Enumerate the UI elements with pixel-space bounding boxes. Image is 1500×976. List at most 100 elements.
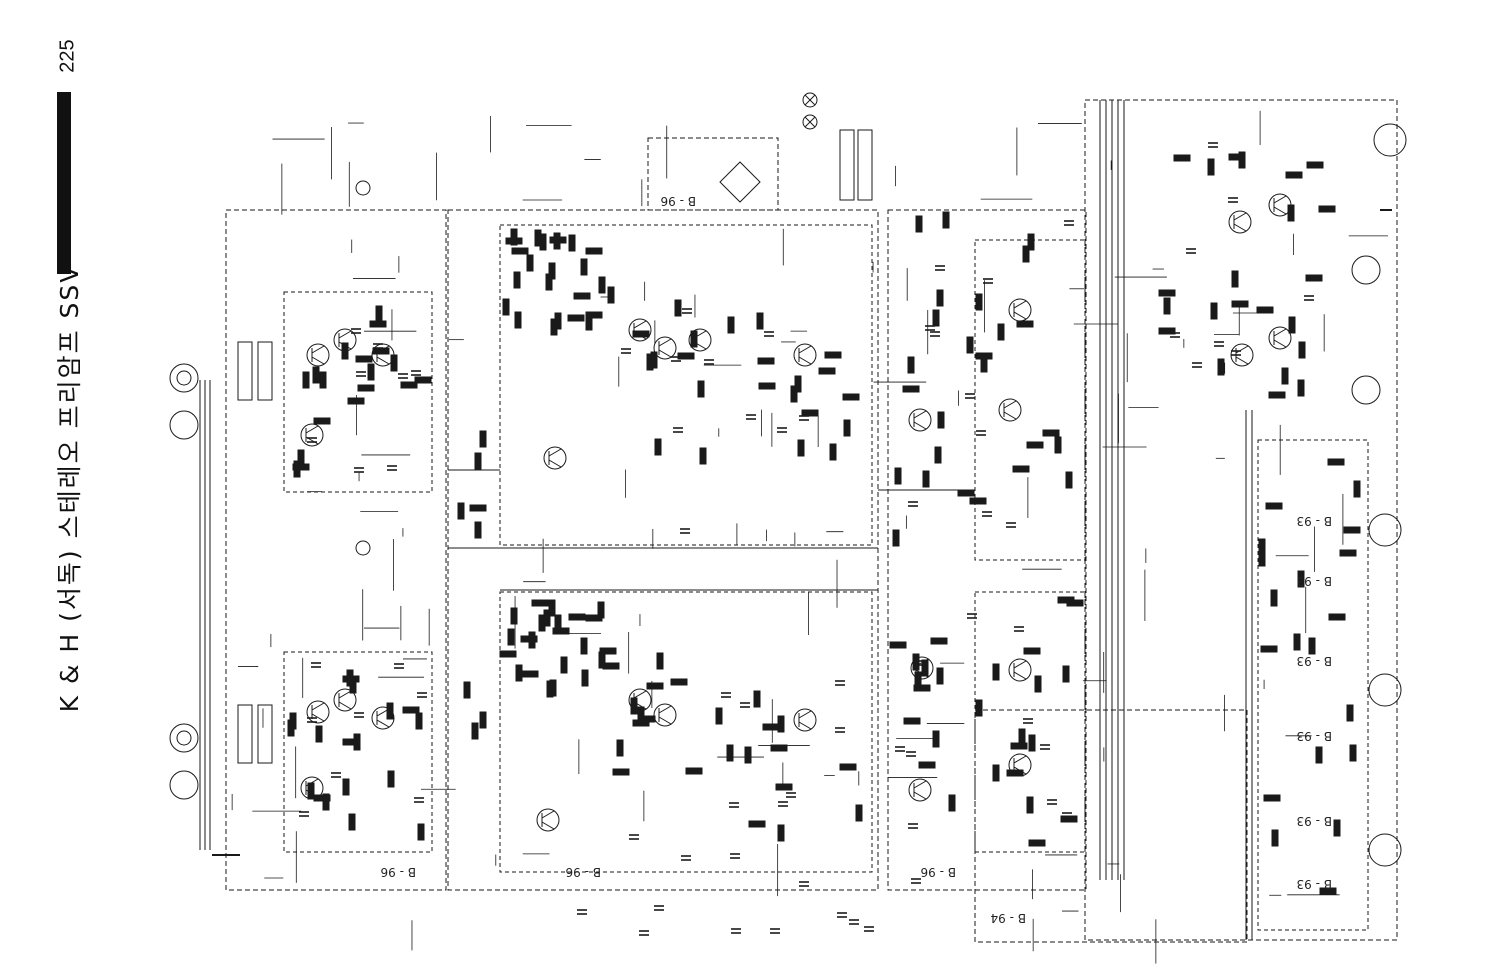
board-outline-left (225, 209, 447, 891)
resistor-70 (521, 670, 539, 678)
resistor-32 (348, 813, 356, 831)
resistor-168 (1057, 596, 1075, 604)
subboard-input-sel (1257, 439, 1369, 931)
resistor-208 (1297, 570, 1305, 588)
resistor-177 (913, 684, 931, 692)
resistor-180 (1207, 158, 1215, 176)
resistor-196 (1287, 204, 1295, 222)
resistor-99 (818, 367, 836, 375)
transistor-6 (371, 706, 395, 730)
transistor-21 (1008, 658, 1032, 682)
resistor-37 (585, 247, 603, 255)
resistor-151 (957, 489, 975, 497)
resistor-71 (598, 651, 606, 669)
resistor-228 (474, 452, 482, 470)
resistor-141 (932, 309, 940, 327)
resistor-211 (1339, 549, 1357, 557)
resistor-105 (690, 330, 698, 348)
resistor-64 (507, 628, 515, 646)
title-bar (57, 92, 71, 274)
resistor-58 (585, 313, 593, 331)
resistor-78 (597, 601, 605, 619)
svg-text:B - 93: B - 93 (1297, 877, 1332, 891)
resistor-12 (355, 355, 373, 363)
resistor-89 (654, 438, 662, 456)
resistor-100 (824, 351, 842, 359)
resistor-178 (930, 637, 948, 645)
resistor-188 (1256, 306, 1274, 314)
resistor-34 (402, 706, 420, 714)
resistor-152 (915, 215, 923, 233)
resistor-176 (975, 699, 983, 717)
resistor-124 (638, 715, 656, 723)
resistor-112 (656, 652, 664, 670)
transistor-16 (793, 708, 817, 732)
resistor-139 (1012, 465, 1030, 473)
resistor-169 (948, 794, 956, 812)
resistor-146 (907, 356, 915, 374)
transistor-9 (653, 336, 677, 360)
resistor-142 (1054, 436, 1062, 454)
resistor-205 (1346, 704, 1354, 722)
resistor-145 (997, 323, 1005, 341)
resistor-158 (903, 717, 921, 725)
resistor-150 (934, 446, 942, 464)
din-connector-4 (1368, 513, 1402, 547)
resistor-38 (510, 228, 518, 246)
resistor-87 (790, 385, 798, 403)
resistor-217 (1333, 819, 1341, 837)
resistor-140 (1065, 471, 1073, 489)
resistor-28 (315, 725, 323, 743)
resistor-114 (748, 820, 766, 828)
resistor-79 (520, 635, 538, 643)
resistor-186 (1305, 274, 1323, 282)
din-connector-1 (1373, 123, 1407, 157)
din-connector-6 (1368, 833, 1402, 867)
resistor-9 (312, 366, 320, 384)
resistor-154 (889, 641, 907, 649)
resistor-202 (1271, 829, 1279, 847)
resistor-43 (511, 247, 529, 255)
resistor-16 (367, 363, 375, 381)
resistor-35 (307, 782, 315, 800)
resistor-59 (607, 286, 615, 304)
transistor-10 (688, 328, 712, 352)
resistor-125 (715, 707, 723, 725)
resistor-36 (567, 314, 585, 322)
resistor-212 (1353, 480, 1361, 498)
resistor-216 (1308, 637, 1316, 655)
resistor-157 (912, 653, 920, 671)
resistor-95 (794, 375, 802, 393)
resistor-190 (1210, 302, 1218, 320)
resistor-200 (1231, 270, 1239, 288)
resistor-204 (1270, 589, 1278, 607)
resistor-73 (546, 680, 554, 698)
resistor-116 (762, 723, 780, 731)
transistor-13 (536, 808, 560, 832)
resistor-11 (414, 376, 432, 384)
resistor-133 (1022, 245, 1030, 263)
board-label-right: B - 96 (921, 865, 956, 879)
svg-text:B - 93: B - 93 (1297, 574, 1332, 588)
resistor-194 (1163, 297, 1171, 315)
resistor-77 (580, 637, 588, 655)
resistor-60 (548, 599, 556, 617)
resistor-160 (1062, 665, 1070, 683)
resistor-132 (1026, 441, 1044, 449)
transistor-20 (910, 656, 934, 680)
resistor-113 (855, 804, 863, 822)
resistor-0 (347, 397, 365, 405)
resistor-220 (1319, 887, 1337, 895)
resistor-143 (966, 336, 974, 354)
resistor-156 (932, 730, 940, 748)
resistor-207 (1265, 502, 1283, 510)
resistor-88 (677, 352, 695, 360)
resistor-44 (568, 234, 576, 252)
board-outline-input (1084, 99, 1398, 941)
resistor-33 (349, 676, 357, 694)
resistor-165 (918, 761, 936, 769)
connector-left-3 (169, 723, 199, 753)
transistor-4 (306, 700, 330, 724)
transistor-8 (628, 318, 652, 342)
resistor-93 (697, 380, 705, 398)
